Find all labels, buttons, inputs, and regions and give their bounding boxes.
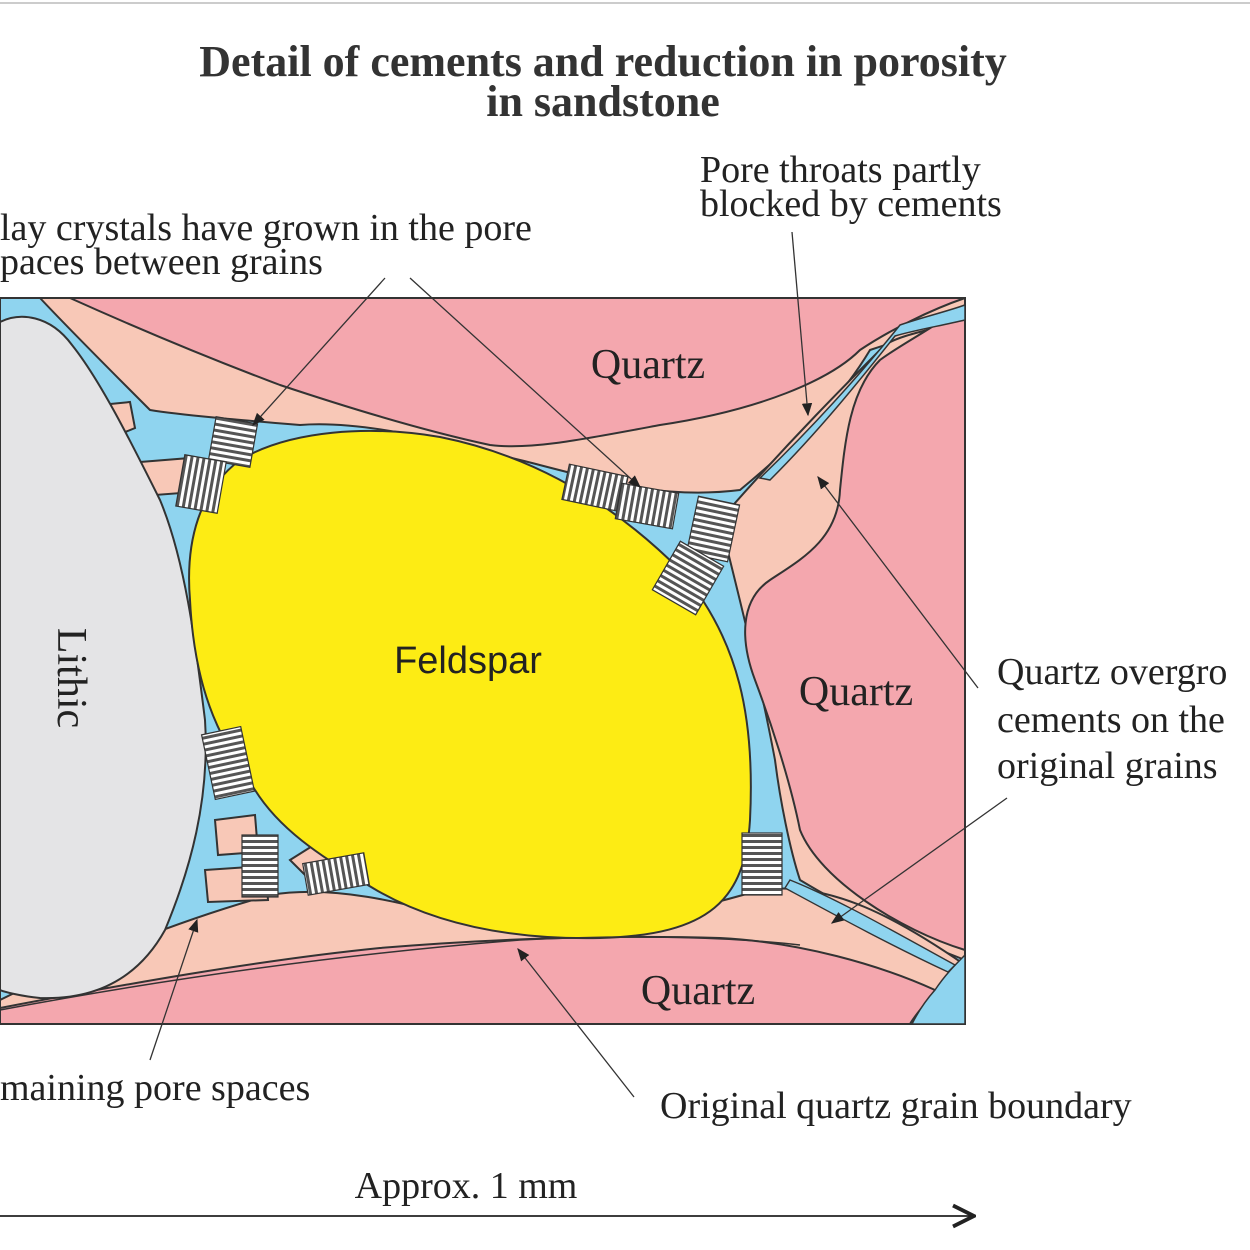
label-lithic: Lithic bbox=[48, 628, 94, 728]
title-line-2: in sandstone bbox=[486, 77, 720, 126]
clay-crystal bbox=[175, 454, 227, 514]
clay-label-line-1: lay crystals have grown in the pore bbox=[0, 207, 532, 249]
leader-clay-left bbox=[252, 277, 386, 426]
overgrowth-label-line-3: original grains bbox=[997, 745, 1218, 787]
clay-crystal bbox=[241, 834, 279, 898]
feldspar-grain bbox=[188, 429, 752, 940]
clay-label-line-2: paces between grains bbox=[0, 241, 323, 283]
label-quartz-bottom: Quartz bbox=[641, 968, 755, 1014]
clay-crystal bbox=[614, 482, 680, 530]
leader-original-boundary bbox=[517, 947, 635, 1098]
scale-label: Approx. 1 mm bbox=[355, 1165, 578, 1207]
clay-crystal bbox=[301, 852, 371, 896]
lithic-grain bbox=[0, 315, 207, 1000]
label-feldspar: Feldspar bbox=[394, 640, 542, 682]
original-grain-boundary-line bbox=[0, 936, 801, 1011]
thin-section: Quartz Quartz Quartz Feldspar Lithic bbox=[0, 297, 966, 1025]
pore-throats-label-line-1: Pore throats partly bbox=[700, 149, 981, 191]
title-line-1: Detail of cements and reduction in poros… bbox=[199, 37, 1006, 86]
pore-throats-label-line-2: blocked by cements bbox=[700, 183, 1002, 225]
leader-remaining-pores bbox=[149, 918, 199, 1061]
label-quartz-top: Quartz bbox=[591, 342, 705, 388]
clay-crystal bbox=[651, 540, 725, 616]
label-quartz-right: Quartz bbox=[799, 669, 913, 715]
leader-overgrowth-lower bbox=[830, 797, 1008, 924]
leader-pore-throats bbox=[791, 231, 813, 417]
pore-wedge-lower-right bbox=[910, 953, 966, 1025]
leader-lines bbox=[149, 231, 1008, 1098]
pore-throat-lower-right bbox=[784, 879, 957, 973]
remaining-pores-label: maining pore spaces bbox=[0, 1067, 310, 1109]
overgrowth-label-line-2: cements on the bbox=[997, 699, 1225, 741]
clay-crystal bbox=[741, 832, 783, 896]
quartz-top-grain bbox=[69, 297, 966, 448]
clay-crystal bbox=[207, 415, 259, 469]
leader-overgrowth-upper bbox=[817, 475, 979, 689]
clay-crystal bbox=[200, 725, 256, 801]
clay-crystals bbox=[175, 415, 783, 898]
pore-throat-channel bbox=[758, 303, 966, 481]
quartz-right-grain bbox=[744, 303, 966, 952]
original-boundary-label: Original quartz grain boundary bbox=[660, 1085, 1132, 1127]
leader-clay-right bbox=[409, 277, 641, 488]
overgrowth-label-line-1: Quartz overgro bbox=[997, 651, 1227, 693]
